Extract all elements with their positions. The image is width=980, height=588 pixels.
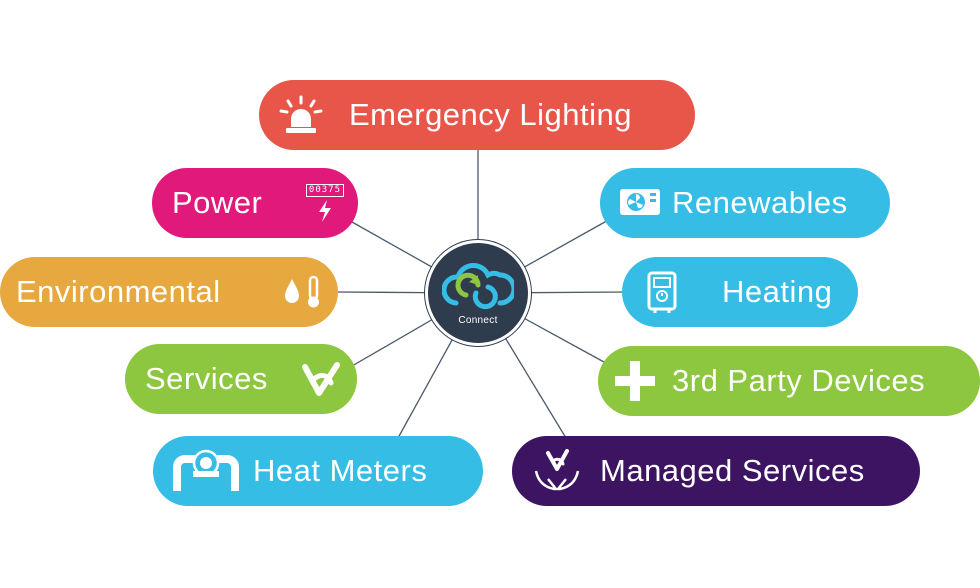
node-label: 3rd Party Devices — [672, 363, 926, 398]
heat-pump-icon — [618, 187, 662, 219]
node-label: Emergency Lighting — [349, 97, 632, 132]
hub-label: Connect — [458, 315, 498, 326]
node-label: Environmental — [16, 274, 221, 309]
node-third-party-devices: 3rd Party Devices — [598, 346, 980, 416]
node-power: Power 00375 — [152, 168, 358, 238]
node-label: Power — [172, 185, 263, 220]
node-environmental: Environmental — [0, 257, 338, 327]
node-heating: Heating — [622, 257, 858, 327]
plus-icon — [612, 359, 658, 403]
connect-cloud-logo-icon — [442, 263, 514, 310]
pipe-meter-icon — [173, 449, 239, 493]
node-heat-meters: Heat Meters — [153, 436, 483, 506]
drop-thermometer-icon — [282, 275, 322, 309]
node-emergency-lighting: Emergency Lighting — [259, 80, 695, 150]
node-label: Managed Services — [600, 453, 865, 488]
node-managed-services: Managed Services — [512, 436, 920, 506]
v-logo-icon — [301, 359, 341, 399]
node-label: Heating — [722, 274, 833, 309]
hands-logo-icon — [534, 449, 580, 493]
beacon-icon — [279, 95, 323, 135]
node-renewables: Renewables — [600, 168, 890, 238]
connect-hub: Connect — [425, 240, 531, 346]
node-label: Heat Meters — [253, 453, 428, 488]
node-services: Services — [125, 344, 357, 414]
meter-digits: 00375 — [305, 184, 344, 197]
meter-bolt-icon: 00375 — [305, 184, 344, 222]
boiler-icon — [642, 271, 682, 313]
node-label: Services — [145, 361, 268, 396]
node-label: Renewables — [672, 185, 848, 220]
